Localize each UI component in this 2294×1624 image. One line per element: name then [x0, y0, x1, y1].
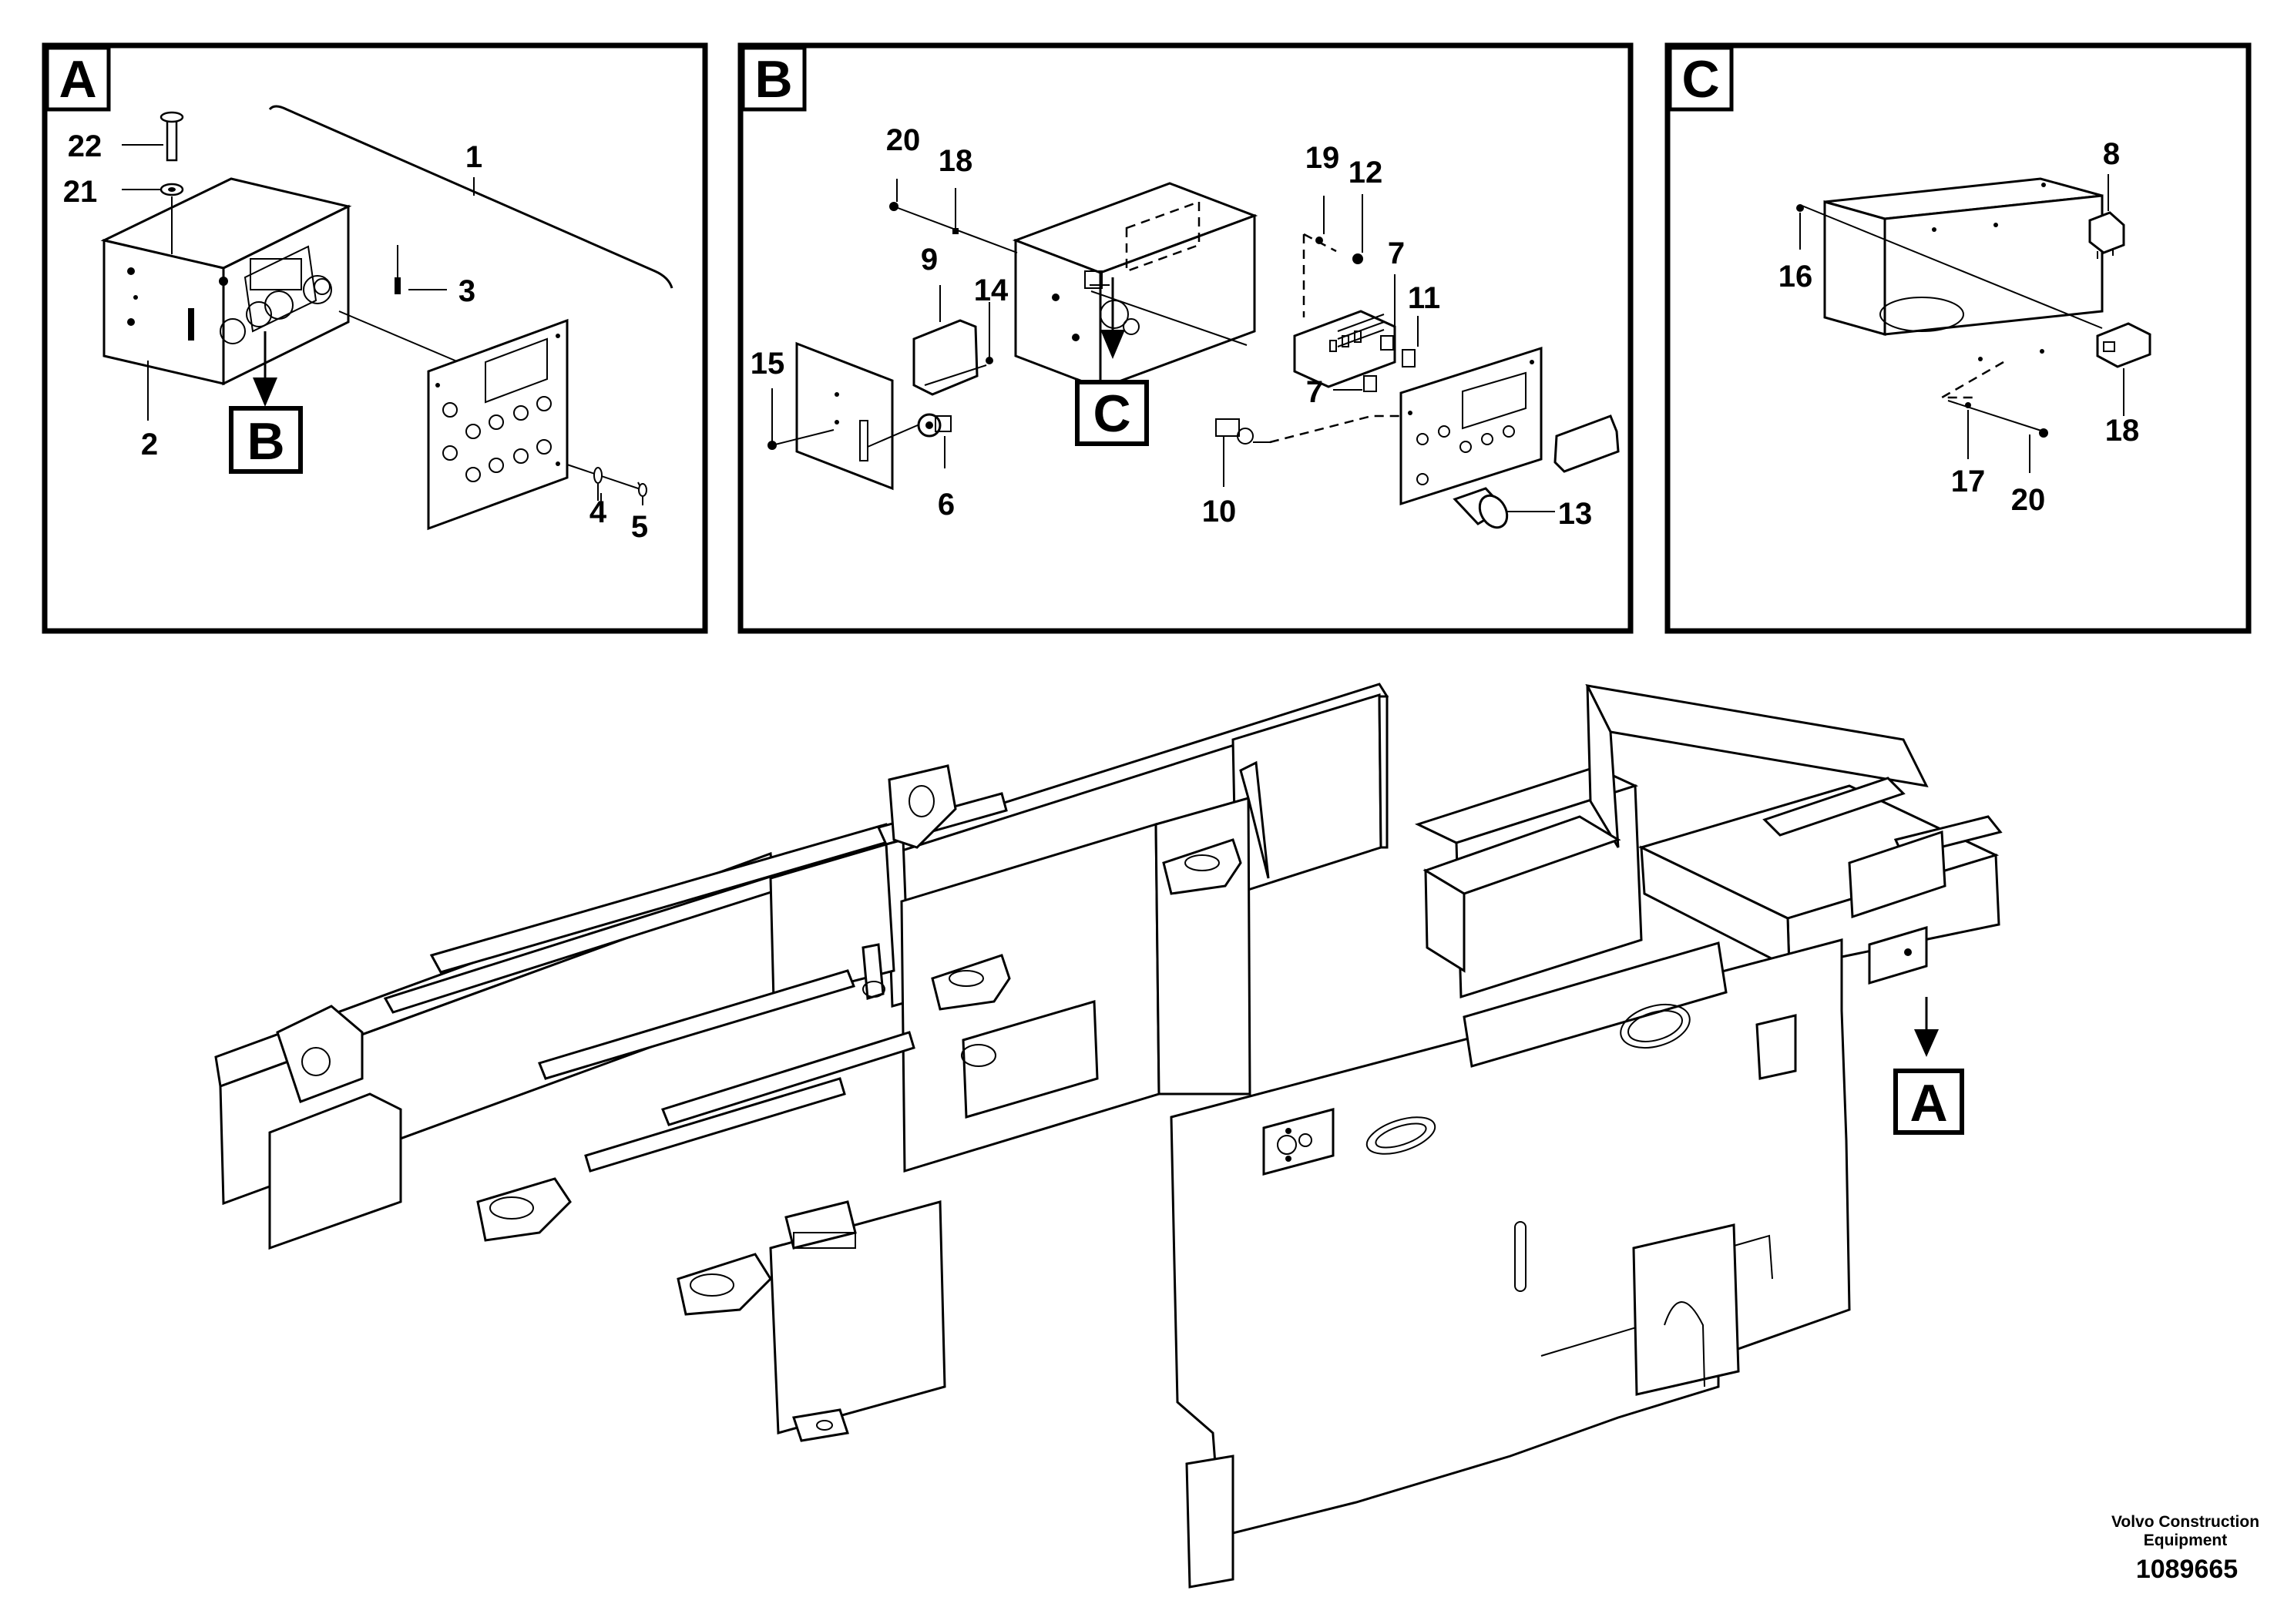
callout-b-18: 18 — [939, 144, 973, 178]
callout-a-22: 22 — [68, 129, 102, 163]
panel-a-letter: A — [59, 50, 96, 109]
callout-c-16: 16 — [1778, 260, 1813, 294]
callout-c-20: 20 — [2011, 483, 2046, 517]
ref-c-in-panel-b: C — [1093, 384, 1130, 443]
callout-a-1: 1 — [465, 140, 482, 174]
callout-a-5: 5 — [631, 510, 648, 544]
callout-b-12: 12 — [1349, 156, 1383, 190]
callout-b-7-lower: 7 — [1306, 375, 1323, 409]
callout-b-9: 9 — [921, 243, 938, 277]
callout-a-21: 21 — [63, 175, 98, 209]
callout-b-20: 20 — [886, 123, 921, 157]
ref-a-on-frame: A — [1909, 1074, 1947, 1132]
publisher-credit: Volvo Construction Equipment 1089665 — [2111, 1513, 2259, 1584]
credit-line-1: Volvo Construction — [2111, 1513, 2259, 1531]
ref-b-in-panel-a: B — [247, 412, 284, 471]
machine-frame-assembly: A — [214, 683, 2003, 1589]
panel-c-letter: C — [1681, 50, 1719, 109]
callout-a-2: 2 — [141, 428, 158, 461]
callout-b-7-upper: 7 — [1388, 237, 1405, 270]
callout-b-15: 15 — [751, 347, 785, 381]
callout-b-6: 6 — [938, 488, 955, 522]
callout-b-10: 10 — [1202, 495, 1237, 528]
callout-a-3: 3 — [458, 274, 475, 308]
detail-panel-a: A 1 22 21 3 — [42, 42, 708, 634]
callout-c-8: 8 — [2103, 137, 2120, 171]
callout-b-11: 11 — [1408, 281, 1440, 315]
document-number: 1089665 — [2136, 1555, 2238, 1584]
callout-b-19: 19 — [1305, 141, 1340, 175]
callout-b-14: 14 — [974, 273, 1009, 307]
detail-panel-b: B C 20 18 9 14 — [737, 42, 1634, 634]
panel-b-letter: B — [754, 50, 792, 109]
callout-c-18: 17 — [1951, 465, 1986, 498]
credit-line-2: Equipment — [2144, 1532, 2228, 1549]
detail-panel-c: C 16 8 18 17 20 — [1664, 42, 2252, 634]
callout-b-13: 13 — [1558, 497, 1593, 531]
callout-c-17: 18 — [2105, 414, 2140, 448]
callout-a-4: 4 — [589, 495, 607, 529]
